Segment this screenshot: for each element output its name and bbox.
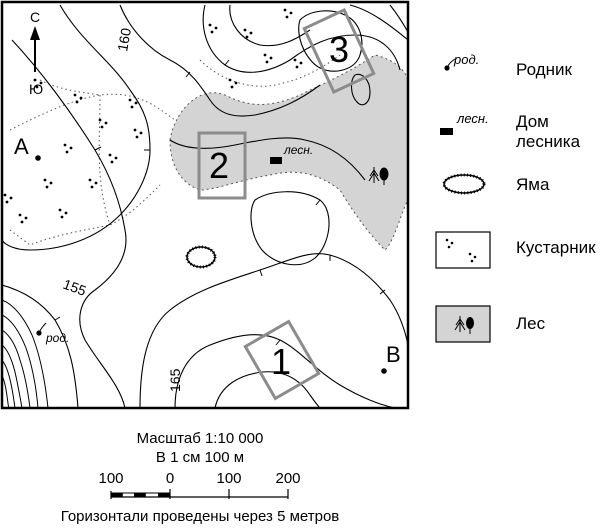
scale-subtitle: В 1 см 100 м (155, 449, 245, 466)
square-3-label: 3 (329, 29, 349, 70)
square-1: 1 (243, 319, 321, 401)
compass-icon: С Ю (29, 9, 43, 97)
legend-bush-label: Кустарник (516, 238, 596, 257)
forest-tree-icon (368, 167, 389, 185)
scale-title: Масштаб 1:10 000 (136, 430, 264, 447)
scale-tick-200: 200 (275, 470, 301, 487)
elevation-label-155: 155 (61, 276, 89, 299)
legend-forest-symbol (435, 305, 491, 343)
forester-label: лесн. (283, 143, 313, 157)
legend-spring-symbol: род. (444, 52, 479, 71)
square-3: 3 (302, 7, 376, 95)
legend-forester-symbol-label: лесн. (456, 111, 489, 126)
point-a-label: А (14, 134, 29, 159)
elevation-label-160: 160 (114, 27, 134, 53)
forester-house-symbol (270, 157, 282, 164)
scale-tick-100-right: 100 (216, 470, 242, 487)
legend-forest-label: Лес (516, 314, 546, 333)
square-1-label: 1 (271, 341, 291, 382)
point-b-label: В (386, 342, 401, 367)
bush-symbols (3, 8, 303, 224)
spring-label: род. (45, 331, 69, 345)
point-a-dot (35, 155, 41, 161)
legend-pit-label: Яма (516, 175, 550, 194)
slope-ticks (54, 59, 386, 346)
legend-pit-symbol (442, 173, 486, 195)
compass-south: Ю (29, 81, 43, 97)
legend-forester-label: Дом лесника (516, 112, 581, 151)
steep-slope-contours (2, 299, 49, 408)
square-2: 2 (197, 131, 247, 200)
elevation-label-165: 165 (167, 368, 183, 392)
map-frame (0, 0, 410, 410)
compass-north: С (30, 9, 40, 25)
point-b-dot (381, 368, 387, 374)
square-2-label: 2 (209, 145, 229, 186)
contour-interval-note: Горизонтали проведены через 5 метров (60, 508, 340, 525)
legend-forester-symbol: лесн. (440, 111, 489, 135)
scale-tick-100-left: 100 (98, 470, 124, 487)
forest-area (169, 54, 408, 251)
scale-bar (110, 489, 289, 499)
scale-tick-0: 0 (165, 470, 175, 487)
legend-spring-label: Родник (516, 60, 572, 79)
pit-symbol (185, 245, 217, 269)
legend-bush-symbol (435, 231, 491, 269)
legend-spring-symbol-label: род. (453, 52, 479, 67)
